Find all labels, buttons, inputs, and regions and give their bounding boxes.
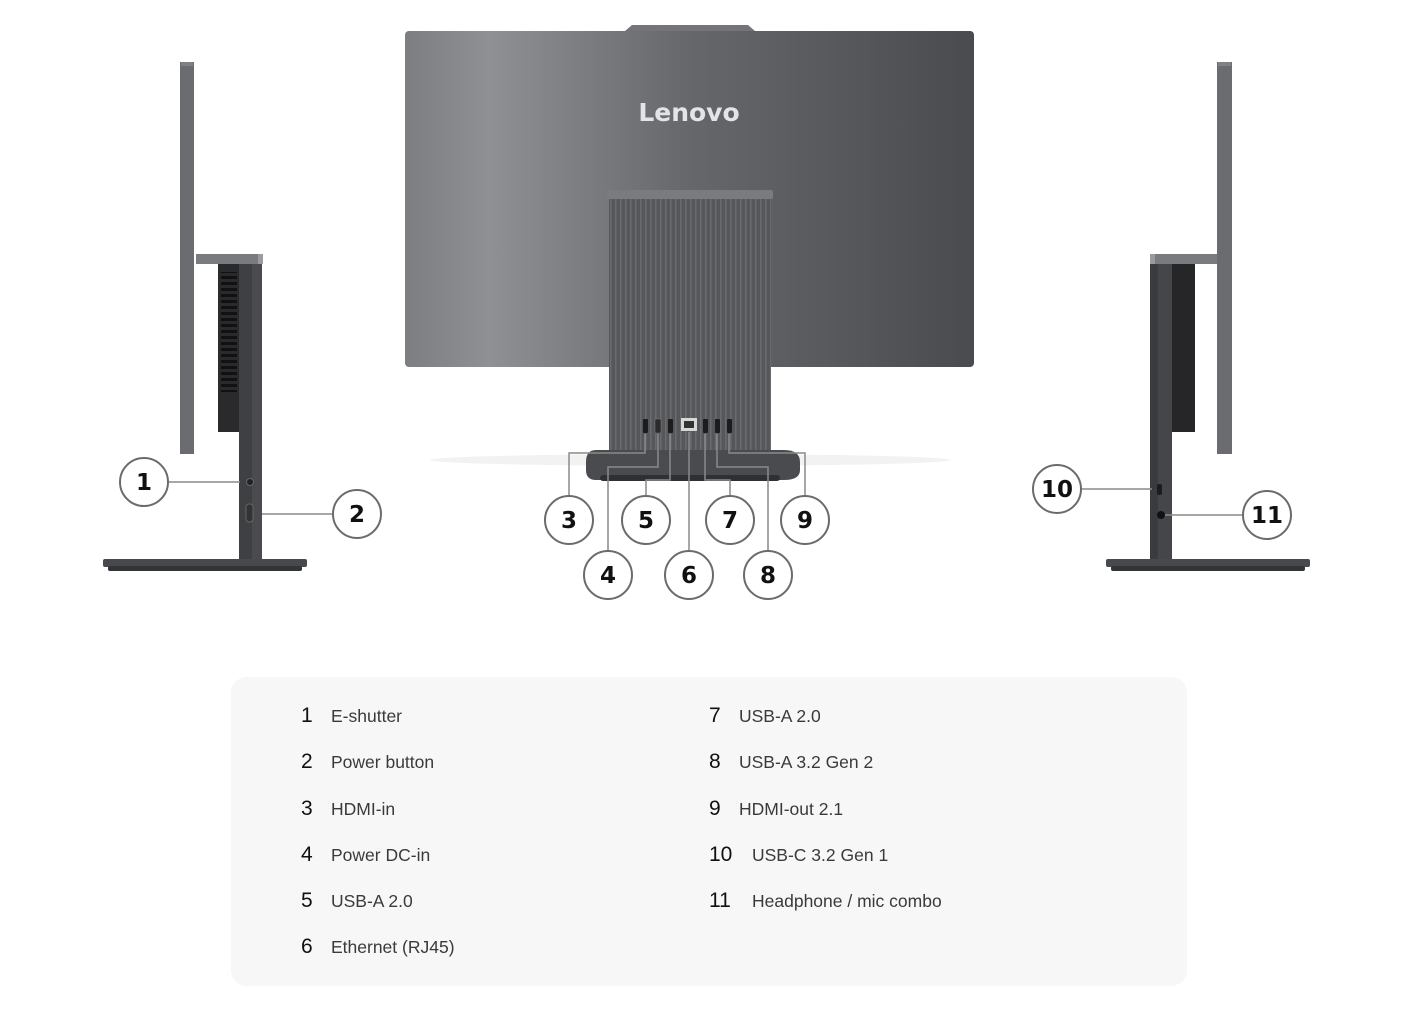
legend-label: Ethernet (RJ45) [331,937,455,958]
lenovo-logo: Lenovo [638,98,739,127]
callout-6: 6 [664,550,714,600]
legend-item: 11 Headphone / mic combo [709,889,942,935]
legend-number: 5 [301,889,313,913]
callout-3: 3 [544,495,594,545]
svg-text:1: 1 [136,470,152,496]
hdmi-out-port [727,419,732,433]
legend-number: 9 [709,796,721,820]
legend-item: 2 Power button [301,750,455,796]
legend-column-left: 1 E-shutter 2 Power button 3 HDMI-in 4 P… [301,704,455,982]
e-shutter-icon [246,478,254,486]
callout-9: 9 [780,495,830,545]
svg-text:11: 11 [1251,503,1283,529]
power-dc-in-port [654,418,662,434]
legend-label: USB-C 3.2 Gen 1 [752,844,889,865]
legend-number: 7 [709,704,721,727]
module-right [1171,264,1195,432]
legend-label: E-shutter [331,706,402,726]
svg-text:6: 6 [681,563,697,589]
legend-number: 11 [709,889,731,913]
right-side-view [1106,62,1310,571]
display-edge [180,62,194,454]
legend-item: 3 HDMI-in [301,797,455,843]
callout-11: 11 [1242,490,1292,540]
legend-label: HDMI-out 2.1 [739,798,844,819]
stand-base [103,559,307,567]
legend-label: HDMI-in [331,798,396,819]
usb-c-port-icon [1157,484,1162,495]
legend-number: 2 [301,750,313,774]
legend-number: 1 [301,704,313,727]
hinge-arm [196,254,262,264]
legend-label: USB-A 3.2 Gen 2 [739,752,874,773]
svg-text:4: 4 [600,563,616,589]
rear-view: Lenovo [405,25,974,481]
callout-10: 10 [1032,464,1082,514]
legend-label: USB-A 2.0 [331,891,413,912]
callout-1: 1 [119,457,169,507]
legend-item: 6 Ethernet (RJ45) [301,935,455,981]
svg-text:2: 2 [349,502,365,528]
callout-7: 7 [705,495,755,545]
left-side-view [103,62,307,571]
svg-text:5: 5 [638,508,654,534]
callout-4: 4 [583,550,633,600]
legend-number: 4 [301,842,313,866]
svg-text:8: 8 [760,563,776,589]
display-edge-right [1217,62,1232,454]
svg-text:3: 3 [561,508,577,534]
stand-column-rear [609,199,771,455]
stand-base-rear [586,450,800,480]
power-button-icon [245,503,254,523]
legend-column-right: 7 USB-A 2.0 8 USB-A 3.2 Gen 2 9 HDMI-out… [709,704,942,935]
usb-a-port-7 [703,419,708,433]
legend-item: 1 E-shutter [301,704,455,750]
legend-number: 3 [301,796,313,820]
legend-label: USB-A 2.0 [739,706,821,726]
legend-item: 10 USB-C 3.2 Gen 1 [709,843,942,889]
legend-label: Power DC-in [331,844,431,865]
legend-label: Power button [331,752,435,773]
hdmi-in-port [643,419,648,433]
callout-lines [168,432,1243,551]
legend-number: 6 [301,935,313,959]
svg-text:7: 7 [722,508,738,534]
port-legend: 1 E-shutter 2 Power button 3 HDMI-in 4 P… [231,677,1187,986]
hinge-arm-right [1150,254,1217,264]
legend-item: 5 USB-A 2.0 [301,889,455,935]
callout-8: 8 [743,550,793,600]
stand-base-right [1106,559,1310,567]
port-diagram: Lenovo [103,25,1310,600]
legend-item: 9 HDMI-out 2.1 [709,797,942,843]
usb-a-port-8 [715,419,720,433]
legend-number: 10 [709,842,733,866]
legend-item: 4 Power DC-in [301,843,455,889]
usb-a-port-5 [668,419,673,433]
callout-5: 5 [621,495,671,545]
legend-number: 8 [709,750,721,774]
svg-text:9: 9 [797,508,813,534]
callout-2: 2 [332,489,382,539]
legend-item: 7 USB-A 2.0 [709,704,942,750]
headphone-jack-icon [1157,511,1165,519]
legend-label: Headphone / mic combo [752,891,942,912]
legend-item: 8 USB-A 3.2 Gen 2 [709,750,942,796]
svg-text:10: 10 [1041,477,1073,503]
